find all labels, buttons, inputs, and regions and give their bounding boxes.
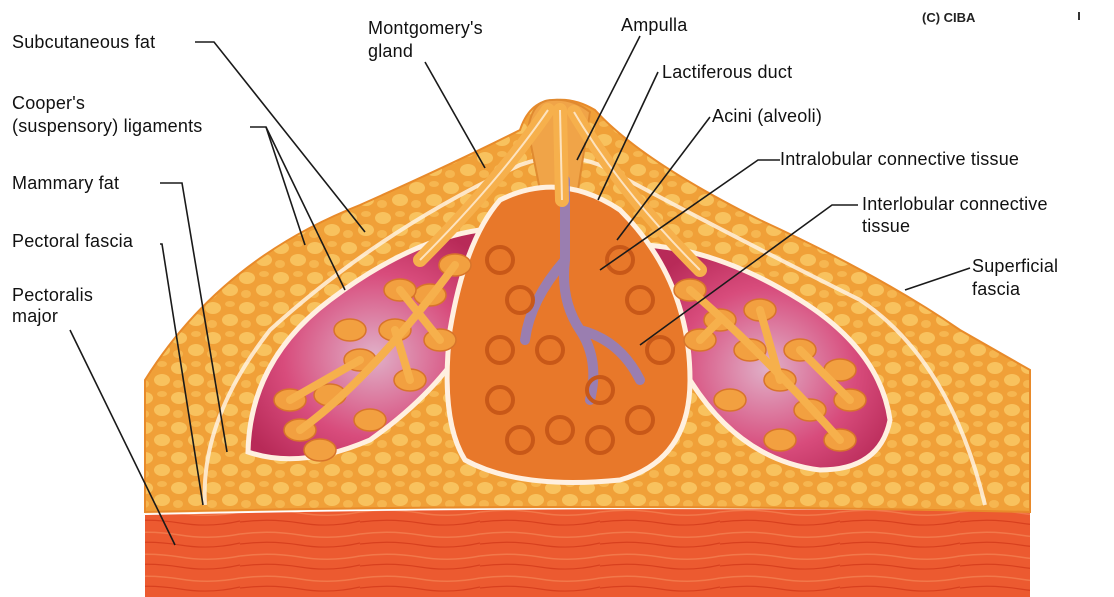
montgomery-gland-label-line2: gland [368, 40, 413, 62]
acinus-right-11 [764, 429, 796, 451]
leader-superficial-fascia [905, 268, 970, 290]
superficial-fascia-label-line1: Superficial [972, 255, 1058, 277]
interlobular-label-line1: Interlobular connective [862, 193, 1048, 215]
acinus-left-6 [304, 439, 336, 461]
pectoralis-major-label-line2: major [12, 305, 58, 327]
leader-montgomery-gland [425, 62, 485, 168]
acinus-right-10 [714, 389, 746, 411]
leader-subcutaneous-fat [195, 42, 365, 232]
acini-label: Acini (alveoli) [712, 105, 822, 127]
superficial-fascia-label-line2: fascia [972, 278, 1020, 300]
copyright-mark: (C) CIBA [922, 10, 975, 25]
intralobular-label: Intralobular connective tissue [780, 148, 1019, 170]
mammary-fat-label: Mammary fat [12, 172, 119, 194]
lactiferous-duct-label: Lactiferous duct [662, 61, 792, 83]
pectoralis-major-label-line1: Pectoralis [12, 284, 93, 306]
ampulla-label: Ampulla [621, 14, 687, 36]
acinus-left-7 [354, 409, 386, 431]
coopers-ligaments-label-line2: (suspensory) ligaments [12, 115, 202, 137]
acinus-left-11 [334, 319, 366, 341]
interlobular-label-line2: tissue [862, 215, 910, 237]
coopers-ligaments-label-line1: Cooper's [12, 92, 85, 114]
pectoral-fascia-label: Pectoral fascia [12, 230, 133, 252]
leader-coopers-ligament-2 [266, 127, 305, 245]
montgomery-gland-label-line1: Montgomery's [368, 17, 483, 39]
subcutaneous-fat-label: Subcutaneous fat [12, 31, 155, 53]
pectoralis-major-muscle [145, 509, 1030, 597]
